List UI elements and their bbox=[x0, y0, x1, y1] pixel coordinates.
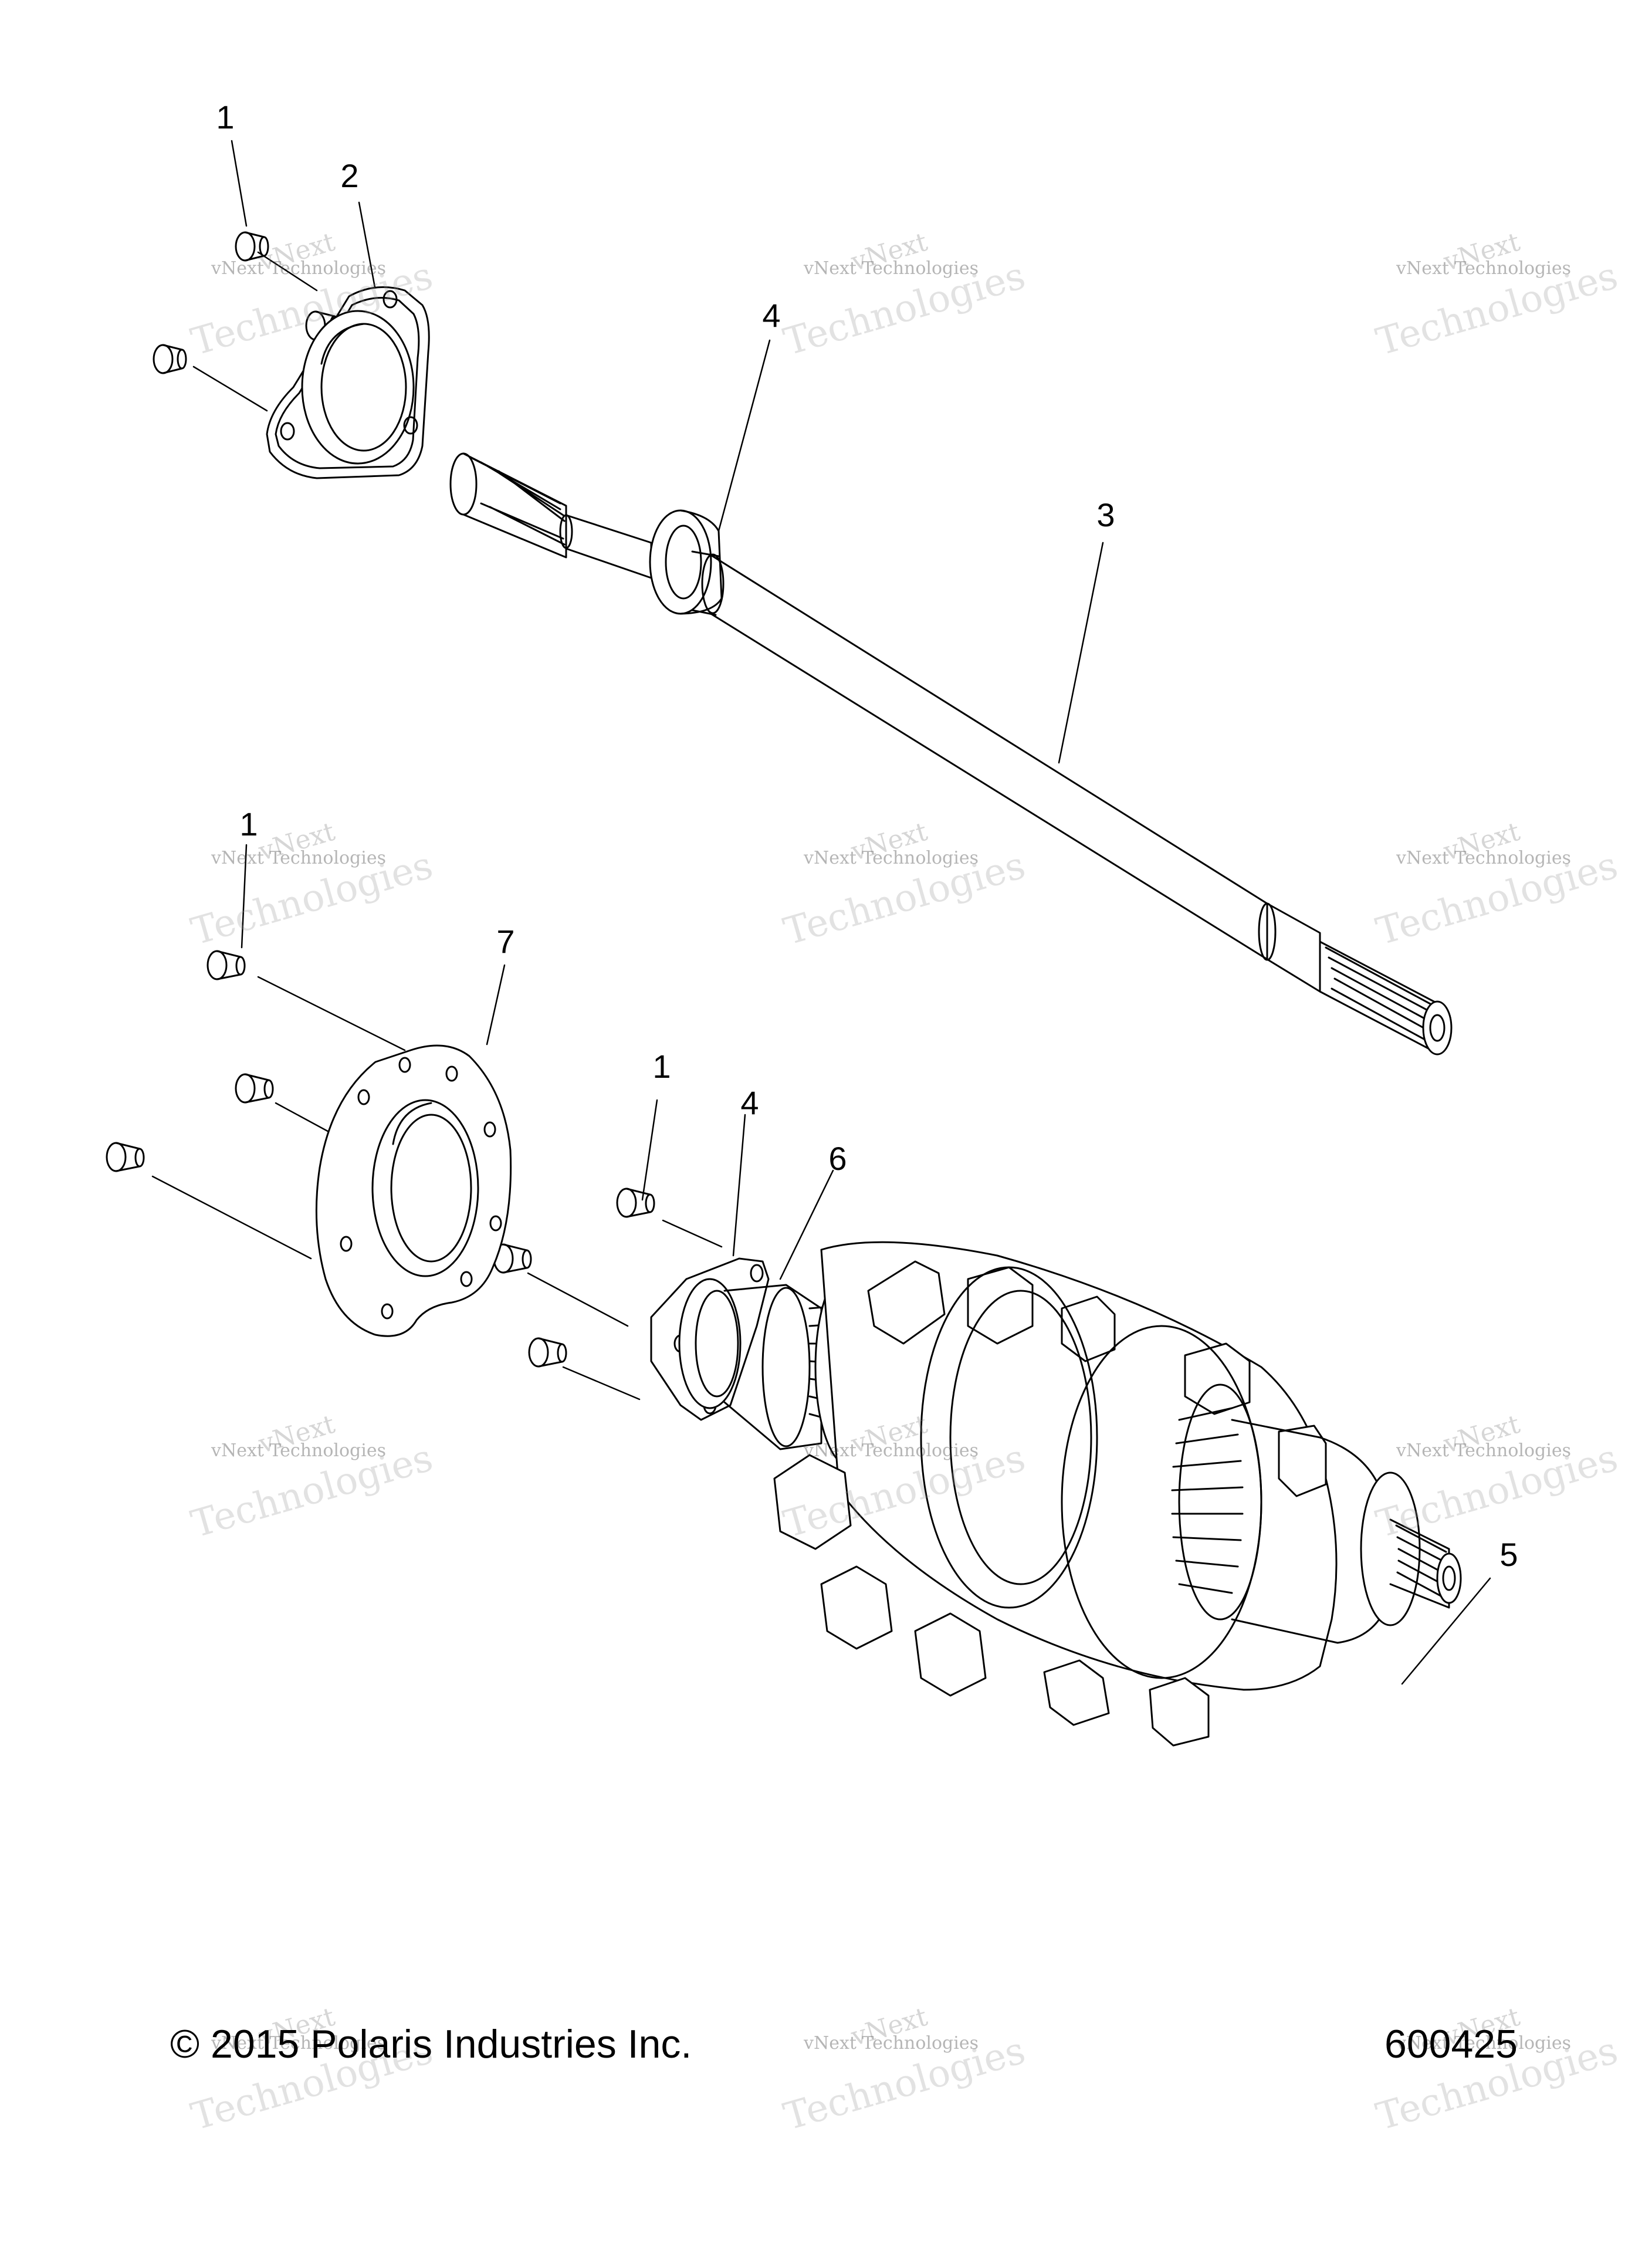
callout-7: 7 bbox=[496, 923, 515, 960]
mounting-plate bbox=[316, 1046, 510, 1336]
axle-shaft-top bbox=[451, 454, 1451, 1054]
bolt-bottom-4 bbox=[617, 1189, 654, 1217]
callout-5: 5 bbox=[1499, 1536, 1518, 1573]
bolt-bottom-1 bbox=[208, 951, 245, 979]
callout-4-top: 4 bbox=[762, 297, 781, 334]
callout-4-bottom: 4 bbox=[740, 1084, 759, 1121]
callout-3: 3 bbox=[1096, 496, 1115, 533]
callout-2: 2 bbox=[340, 157, 359, 194]
copyright-notice: © 2015 Polaris Industries Inc. bbox=[170, 2022, 692, 2066]
callout-1-mid: 1 bbox=[239, 806, 258, 843]
bolt-top-3 bbox=[154, 345, 186, 373]
callout-1-bottom: 1 bbox=[652, 1048, 671, 1085]
bolt-bottom-5 bbox=[494, 1244, 531, 1273]
flange-plate bbox=[267, 287, 429, 478]
bolt-bottom-6 bbox=[529, 1338, 566, 1366]
bolt-bottom-3 bbox=[107, 1143, 144, 1171]
bolt-bottom-2 bbox=[236, 1074, 273, 1102]
callout-1-top: 1 bbox=[216, 99, 235, 136]
drawing-number: 600425 bbox=[1384, 2022, 1518, 2066]
callout-6: 6 bbox=[828, 1140, 847, 1177]
differential-assembly bbox=[651, 1242, 1461, 1745]
bolt-top-1 bbox=[236, 232, 268, 261]
leader-lines-bottom bbox=[153, 845, 1490, 1684]
